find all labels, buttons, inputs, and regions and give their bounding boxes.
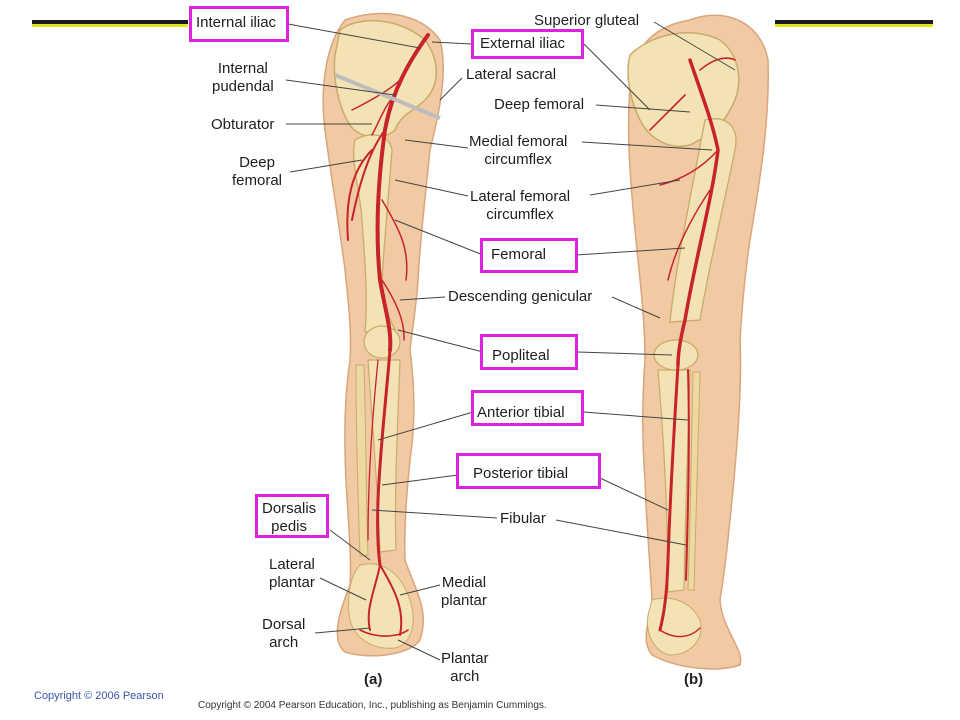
anterior-patella: [363, 325, 401, 359]
highlight-box-popliteal: [480, 334, 578, 370]
highlight-box-dorsalis-pedis: [255, 494, 329, 538]
label-dorsalis-pedis: Dorsalis pedis: [262, 500, 317, 535]
label-descending-genicular: Descending genicular: [448, 288, 593, 305]
posterior-femur-bone: [669, 118, 737, 323]
label-posterior-tibial: Posterior tibial: [473, 465, 569, 482]
label-femoral: Femoral: [491, 246, 547, 263]
label-internal-pudendal: Internal pudendal: [212, 60, 274, 95]
figure-copyright: Copyright © 2004 Pearson Education, Inc.…: [198, 700, 547, 711]
label-external-iliac: External iliac: [480, 35, 566, 52]
panel-label-a: (a): [364, 671, 383, 688]
posterior-leg-skin: [627, 14, 769, 670]
label-obturator: Obturator: [211, 116, 275, 133]
anterior-leg: [322, 12, 445, 657]
label-medial-plantar: Medial plantar: [441, 574, 487, 609]
label-deep-femoral-anterior: Deep femoral: [232, 154, 283, 189]
label-superior-gluteal: Superior gluteal: [534, 12, 640, 29]
anterior-fibula-bone: [355, 364, 369, 557]
highlight-box-external-iliac: [471, 29, 584, 59]
leader-lines: [285, 21, 736, 661]
anterior-foot-bones: [347, 563, 414, 649]
header-rule-right: [775, 20, 933, 27]
label-internal-iliac: Internal iliac: [196, 14, 277, 31]
label-fibular: Fibular: [500, 510, 546, 527]
label-popliteal: Popliteal: [492, 347, 550, 364]
highlight-box-internal-iliac: [189, 6, 289, 42]
posterior-leg: [627, 14, 769, 670]
highlight-box-anterior-tibial: [471, 390, 584, 426]
posterior-fibula-bone: [687, 371, 701, 591]
slide-copyright: Copyright © 2006 Pearson: [34, 690, 164, 702]
posterior-arteries: [649, 57, 736, 638]
highlight-box-femoral: [480, 238, 578, 273]
anterior-probe-rod: [334, 73, 441, 120]
panel-label-b: (b): [684, 671, 704, 688]
label-anterior-tibial: Anterior tibial: [477, 404, 565, 421]
label-dorsal-arch: Dorsal arch: [262, 616, 306, 651]
label-deep-femoral-posterior: Deep femoral: [494, 96, 585, 113]
highlight-box-posterior-tibial: [456, 453, 601, 489]
posterior-heel-bones: [646, 597, 702, 656]
label-plantar-arch: Plantar arch: [441, 650, 489, 685]
label-lateral-plantar: Lateral plantar: [269, 556, 315, 591]
label-lateral-femoral-circumflex: Lateral femoral circumflex: [470, 188, 571, 223]
anterior-arteries: [346, 33, 430, 637]
label-lateral-sacral: Lateral sacral: [466, 66, 557, 83]
header-rule-left: [32, 20, 188, 27]
label-medial-femoral-circumflex: Medial femoral circumflex: [469, 133, 568, 168]
